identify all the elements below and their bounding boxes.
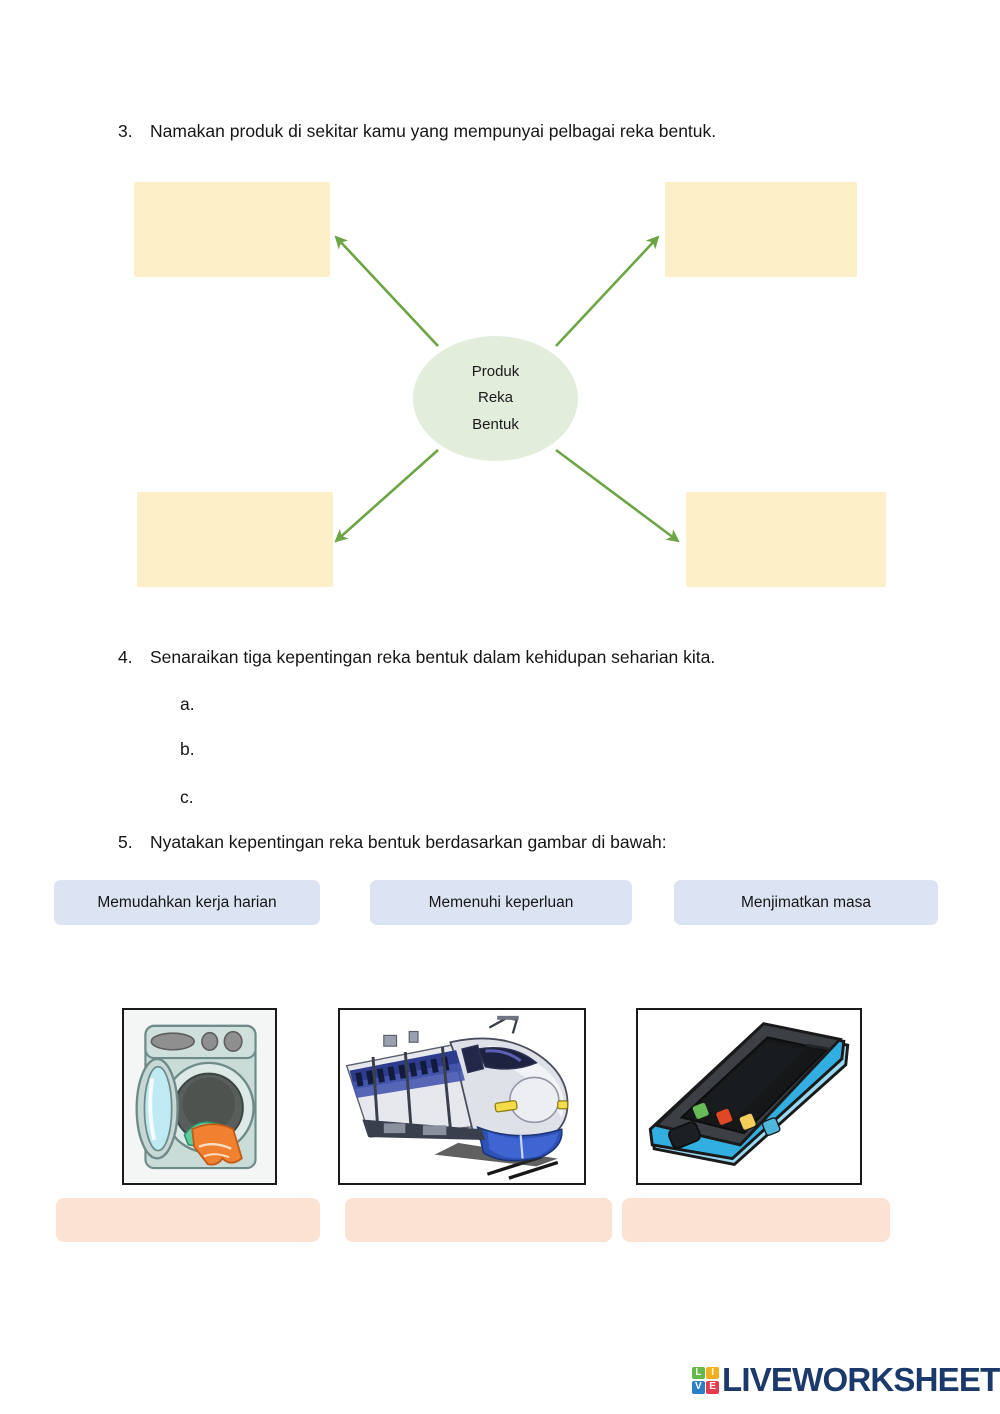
logo-cell-i: I bbox=[706, 1366, 719, 1380]
liveworksheets-logo-icon: L I V E bbox=[692, 1366, 719, 1394]
list-item-c: c. bbox=[180, 787, 194, 808]
arrow-top-left bbox=[334, 235, 439, 347]
logo-cell-v: V bbox=[692, 1380, 705, 1394]
liveworksheets-brand-text: LIVEWORKSHEETS bbox=[722, 1361, 1000, 1398]
picture-bullet-train bbox=[338, 1008, 586, 1185]
list-item-a-label: a. bbox=[180, 694, 195, 714]
drop-zone-3[interactable] bbox=[622, 1198, 890, 1242]
list-item-a: a. bbox=[180, 694, 195, 715]
word-chip-label: Menjimatkan masa bbox=[740, 893, 872, 911]
liveworksheets-logo[interactable]: L I V E LIVEWORKSHEETS bbox=[692, 1361, 1000, 1399]
word-chip-menjimatkan-masa[interactable]: Menjimatkan masa bbox=[674, 880, 938, 925]
smartphone-icon bbox=[638, 1010, 860, 1183]
center-line-3: Bentuk bbox=[472, 415, 519, 433]
question-4-number: 4. bbox=[118, 647, 133, 667]
question-4: 4. Senaraikan tiga kepentingan reka bent… bbox=[118, 646, 715, 670]
drop-zone-1[interactable] bbox=[56, 1198, 320, 1242]
arrow-bottom-right bbox=[555, 448, 680, 543]
logo-cell-e: E bbox=[706, 1380, 719, 1394]
question-5-text: Nyatakan kepentingan reka bentuk berdasa… bbox=[150, 832, 667, 852]
word-chip-memudahkan-kerja-harian[interactable]: Memudahkan kerja harian bbox=[54, 880, 320, 925]
mindmap-answer-box-top-right[interactable] bbox=[665, 182, 857, 277]
mindmap-arrows bbox=[334, 235, 680, 543]
center-line-2: Reka bbox=[477, 389, 514, 407]
mindmap-answer-box-top-left[interactable] bbox=[134, 182, 330, 277]
center-line-1: Produk bbox=[471, 363, 520, 381]
question-3: 3. Namakan produk di sekitar kamu yang m… bbox=[118, 120, 716, 144]
mindmap-center-node: Produk Reka Bentuk bbox=[413, 336, 578, 461]
picture-washing-machine bbox=[122, 1008, 277, 1185]
washing-machine-icon bbox=[124, 1010, 275, 1183]
list-item-b-label: b. bbox=[180, 739, 195, 759]
word-chip-label: Memudahkan kerja harian bbox=[97, 893, 277, 911]
question-4-text: Senaraikan tiga kepentingan reka bentuk … bbox=[150, 647, 716, 667]
arrow-top-right bbox=[555, 235, 660, 347]
mindmap-answer-box-bottom-right[interactable] bbox=[686, 492, 886, 587]
word-chip-label: Memenuhi keperluan bbox=[428, 893, 574, 911]
question-3-number: 3. bbox=[118, 121, 133, 141]
picture-smartphone bbox=[636, 1008, 862, 1185]
question-5-number: 5. bbox=[118, 832, 133, 852]
drop-zone-2[interactable] bbox=[345, 1198, 612, 1242]
mindmap-answer-box-bottom-left[interactable] bbox=[137, 492, 333, 587]
mindmap-diagram: Produk Reka Bentuk bbox=[0, 160, 1000, 610]
logo-cell-l: L bbox=[692, 1366, 705, 1380]
list-item-c-label: c. bbox=[180, 787, 194, 807]
question-5: 5. Nyatakan kepentingan reka bentuk berd… bbox=[118, 831, 667, 855]
bullet-train-icon bbox=[340, 1010, 584, 1183]
word-chip-memenuhi-keperluan[interactable]: Memenuhi keperluan bbox=[370, 880, 632, 925]
arrow-bottom-left bbox=[334, 449, 439, 543]
question-3-text: Namakan produk di sekitar kamu yang memp… bbox=[150, 121, 717, 141]
list-item-b: b. bbox=[180, 739, 195, 760]
